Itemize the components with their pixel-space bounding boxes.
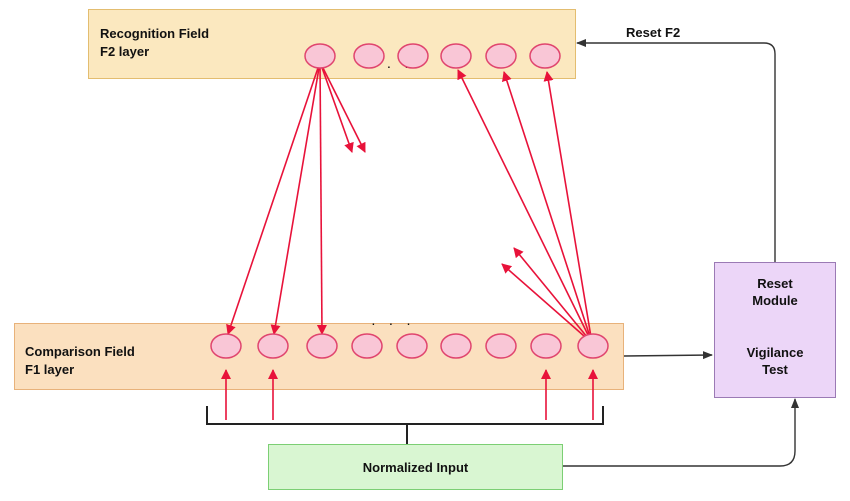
- bracket-line: [206, 406, 604, 425]
- top-down-connections: [226, 61, 366, 335]
- bottom-up-arrow: [543, 71, 593, 344]
- control-flow: [563, 39, 799, 467]
- top-down-arrow: [270, 61, 321, 335]
- f2-neuron: [485, 43, 517, 69]
- f2-neurons: [304, 43, 561, 69]
- f1-to-reset-arrow: [623, 351, 713, 360]
- bottom-up-arrow: [502, 71, 593, 344]
- f1-neuron: [530, 333, 562, 359]
- f2-neuron: [529, 43, 561, 69]
- f1-neuron: [440, 333, 472, 359]
- bottom-up-arrow: [457, 69, 593, 344]
- bottom-up-connections: [457, 69, 593, 344]
- input-to-vigilance-arrow: [563, 398, 799, 467]
- f2-neuron: [353, 43, 385, 69]
- reset-f2-arrow: [576, 39, 776, 262]
- top-down-arrow-partial: [319, 61, 354, 153]
- reset-module-line1: Reset: [757, 276, 793, 291]
- normalized-input-box: Normalized Input: [268, 444, 563, 490]
- recognition-field-layer: F2 layer: [100, 44, 150, 59]
- f1-neurons: [210, 333, 609, 359]
- f1-neuron: [396, 333, 428, 359]
- comparison-field-title: Comparison Field: [25, 344, 135, 359]
- f2-neuron: [304, 43, 336, 69]
- normalized-input-label: Normalized Input: [362, 460, 469, 475]
- f2-neuron: [397, 43, 429, 69]
- f1-neuron: [306, 333, 338, 359]
- f1-neuron: [351, 333, 383, 359]
- vigilance-test-line2: Test: [762, 362, 788, 377]
- bottom-up-arrow-partial: [501, 263, 593, 344]
- reset-f2-label: Reset F2: [626, 25, 681, 40]
- bottom-up-arrow-partial: [513, 247, 593, 344]
- f1-neuron: [210, 333, 242, 359]
- reset-module-box: Reset Module Vigilance Test: [714, 262, 836, 398]
- f2-ellipsis: . . .: [370, 60, 414, 71]
- input-arrows: [221, 369, 598, 420]
- comparison-field-layer: F1 layer: [25, 362, 75, 377]
- f1-neuron: [577, 333, 609, 359]
- recognition-field-box: Recognition Field F2 layer: [88, 9, 576, 79]
- input-bracket: [206, 406, 604, 444]
- top-down-arrow: [226, 61, 321, 335]
- f1-ellipsis: . . .: [372, 317, 416, 328]
- top-down-arrow-partial: [319, 61, 366, 153]
- vigilance-test-line1: Vigilance: [746, 345, 804, 360]
- recognition-field-title: Recognition Field: [100, 26, 210, 41]
- top-down-arrow: [316, 61, 327, 335]
- f1-neuron: [485, 333, 517, 359]
- f2-neuron: [440, 43, 472, 69]
- reset-module-line2: Module: [752, 293, 798, 308]
- f1-neuron: [257, 333, 289, 359]
